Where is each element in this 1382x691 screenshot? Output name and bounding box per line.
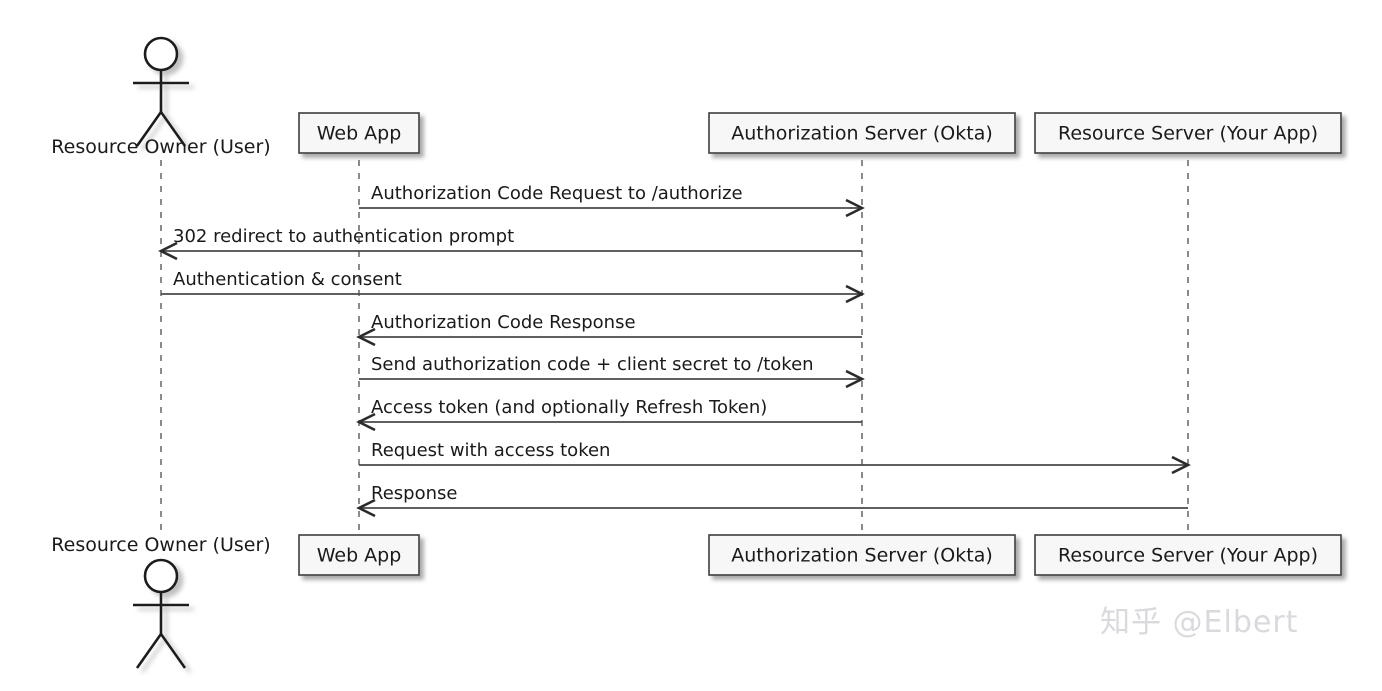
participant-label-authserver: Authorization Server (Okta) bbox=[731, 123, 993, 145]
message-arrowhead bbox=[158, 241, 178, 261]
participant-label-resourceserver: Resource Server (Your App) bbox=[1058, 545, 1318, 567]
participant-box-resourceserver-top[interactable]: Resource Server (Your App) bbox=[1034, 112, 1342, 154]
message-1-webapp-to-authserver[interactable]: Authorization Code Request to /authorize bbox=[359, 183, 865, 218]
watermark-zhihu-elbert: 知乎 @Elbert bbox=[1100, 605, 1298, 640]
participants-layer: Resource Owner (User) Resource Owner (Use… bbox=[51, 36, 1342, 669]
message-label: Access token (and optionally Refresh Tok… bbox=[371, 397, 767, 418]
messages-layer: Authorization Code Request to /authorize… bbox=[158, 183, 1191, 518]
participant-box-webapp-top[interactable]: Web App bbox=[298, 112, 420, 154]
message-7-webapp-to-resourceserver[interactable]: Request with access token bbox=[359, 440, 1191, 475]
message-arrowhead bbox=[356, 412, 376, 432]
participant-box-rect bbox=[298, 112, 420, 154]
message-arrowhead bbox=[356, 498, 376, 518]
message-arrowhead bbox=[356, 327, 376, 347]
message-label: Response bbox=[371, 483, 457, 504]
lifelines-layer bbox=[160, 160, 1189, 532]
message-label: Authentication & consent bbox=[173, 269, 402, 290]
message-arrowhead bbox=[845, 198, 865, 218]
message-4-authserver-to-webapp[interactable]: Authorization Code Response bbox=[356, 312, 862, 347]
message-3-user-to-authserver[interactable]: Authentication & consent bbox=[161, 269, 865, 304]
participant-box-authserver-top[interactable]: Authorization Server (Okta) bbox=[708, 112, 1016, 154]
actor-figure-user-top bbox=[133, 36, 189, 147]
participant-label-authserver: Authorization Server (Okta) bbox=[731, 545, 993, 567]
participant-label-webapp: Web App bbox=[317, 123, 402, 145]
participant-box-rect bbox=[1034, 534, 1342, 576]
participant-box-rect bbox=[1034, 112, 1342, 154]
message-label: 302 redirect to authentication prompt bbox=[173, 226, 514, 247]
participant-box-authserver-bottom[interactable]: Authorization Server (Okta) bbox=[708, 534, 1016, 576]
message-arrowhead bbox=[845, 284, 865, 304]
message-2-authserver-to-user[interactable]: 302 redirect to authentication prompt bbox=[158, 226, 862, 261]
message-label: Authorization Code Request to /authorize bbox=[371, 183, 743, 204]
message-6-authserver-to-webapp[interactable]: Access token (and optionally Refresh Tok… bbox=[356, 397, 862, 432]
message-8-resourceserver-to-webapp[interactable]: Response bbox=[356, 483, 1188, 518]
message-5-webapp-to-authserver[interactable]: Send authorization code + client secret … bbox=[359, 354, 865, 389]
participant-box-resourceserver-bottom[interactable]: Resource Server (Your App) bbox=[1034, 534, 1342, 576]
participant-box-rect bbox=[708, 112, 1016, 154]
participant-box-rect bbox=[298, 534, 420, 576]
participant-label-resourceserver: Resource Server (Your App) bbox=[1058, 123, 1318, 145]
participant-box-rect bbox=[708, 534, 1016, 576]
message-label: Authorization Code Response bbox=[371, 312, 636, 333]
actor-head-icon bbox=[143, 36, 179, 72]
message-arrowhead bbox=[845, 369, 865, 389]
message-arrowhead bbox=[1171, 455, 1191, 475]
participant-box-webapp-bottom[interactable]: Web App bbox=[298, 534, 420, 576]
message-label: Request with access token bbox=[371, 440, 610, 461]
actor-label-user-top: Resource Owner (User) bbox=[51, 136, 270, 158]
actor-label-user-bottom: Resource Owner (User) bbox=[51, 534, 270, 556]
message-label: Send authorization code + client secret … bbox=[371, 354, 814, 375]
participant-label-webapp: Web App bbox=[317, 545, 402, 567]
actor-figure-user-bottom bbox=[133, 558, 189, 669]
actor-head-icon bbox=[143, 558, 179, 594]
